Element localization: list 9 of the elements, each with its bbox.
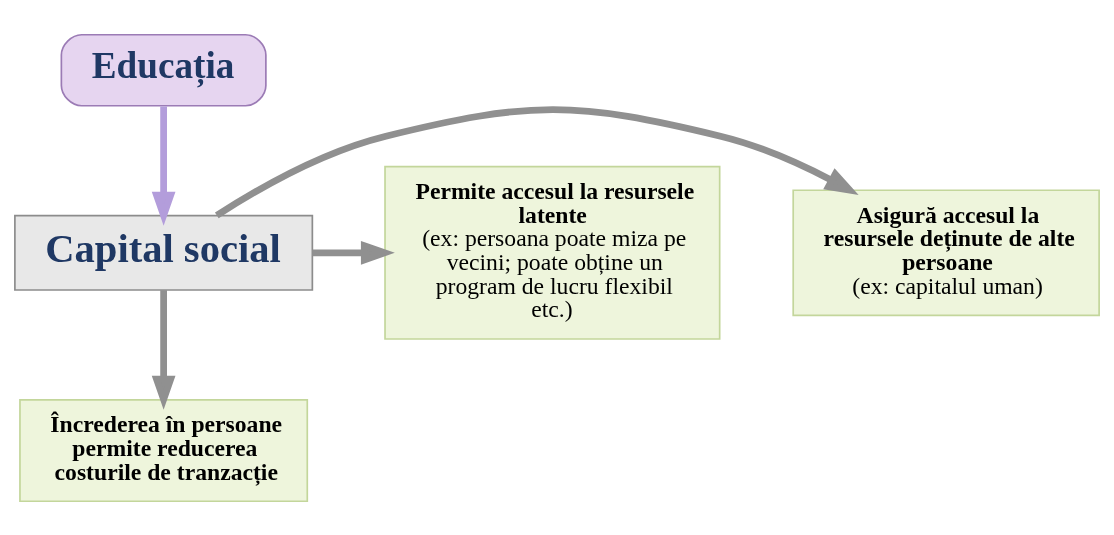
arrow (151, 289, 176, 410)
arrow (215, 105, 859, 218)
arrow (151, 106, 176, 226)
node-box: Permite accesul la resursele latente (ex: persoana poate miza pe vecini; poate obține un program de lucru flexibil etc.) (384, 165, 721, 340)
arrow (312, 240, 395, 265)
node-box: Asigură accesul la resursele deținute de alte persoane (ex: capitalul uman) (792, 188, 1100, 316)
node-box: Educația (60, 33, 267, 107)
node-box: Încrederea în persoane permite reducerea costurile de tranzacție (19, 398, 309, 502)
node-box: Capital social (14, 214, 314, 291)
